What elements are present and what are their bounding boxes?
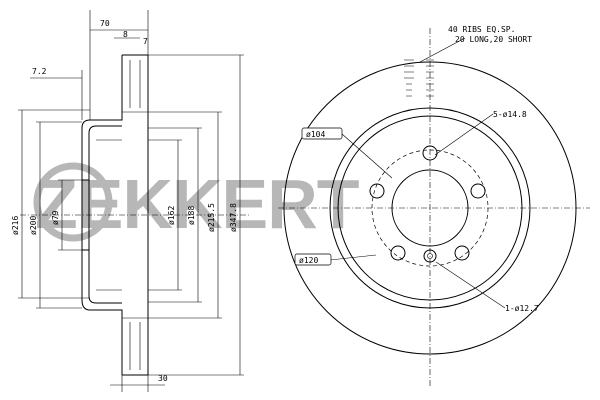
pcd-leader <box>341 133 393 179</box>
pcd-label: ø104 <box>306 130 325 139</box>
bolt-hole-3 <box>470 183 486 199</box>
center-bore <box>391 169 469 247</box>
bolt-holes-leader <box>434 113 494 156</box>
dim-215-5-label: ø215.5 <box>207 203 216 232</box>
dim-188-label: ø188 <box>187 206 196 225</box>
dim-162-label: ø162 <box>167 206 176 225</box>
centering-leader <box>329 254 377 261</box>
hub-bore <box>82 179 89 251</box>
hat-flange <box>96 139 122 291</box>
hat-outer-profile <box>81 112 123 318</box>
dim-7-label: 7 <box>143 37 148 46</box>
ring-hat-junction <box>122 111 148 319</box>
dim-200-label: ø200 <box>29 216 38 235</box>
rib-marks-center <box>426 59 434 97</box>
friction-ring-inner <box>329 107 531 309</box>
dim-347-8-label: ø347.8 <box>229 203 238 232</box>
right-ext-lines <box>148 54 244 376</box>
centering-label: ø120 <box>299 256 318 265</box>
zekkert-logo-watermark: ZEKKERT <box>33 162 360 243</box>
hat-inner-profile <box>88 125 122 304</box>
bolt-hole-2 <box>369 183 385 199</box>
rib-marks-left <box>404 59 414 97</box>
ribs-note-line2: 20 LONG,20 SHORT <box>455 35 532 44</box>
dim-8-label: 8 <box>123 30 128 39</box>
bolt-hole-5 <box>454 245 470 261</box>
pcd-label-box <box>301 127 343 140</box>
bolt-holes-label: 5-ø14.8 <box>493 110 527 119</box>
dim-79-label: ø79 <box>51 210 60 225</box>
front-view: 40 RIBS EQ.SP. 20 LONG,20 SHORT 5-ø14.8 … <box>278 25 590 388</box>
dim-70-label: 70 <box>100 19 110 28</box>
ribs-leader <box>419 37 466 63</box>
pin-hole-leader <box>435 261 506 309</box>
side-view: 70 8 7 7.2 ø216 ø200 ø79 ø162 ø188 ø215.… <box>11 10 250 392</box>
pin-hole <box>423 249 437 263</box>
disc-outer-edge <box>283 61 577 355</box>
vent-channels <box>129 60 141 370</box>
pin-hole-label: 1-ø12.7 <box>505 304 539 313</box>
watermark-text: ZEKKERT <box>35 165 359 243</box>
hat-outer-edge <box>337 115 523 301</box>
pcd-circle <box>371 149 489 267</box>
dim-30-label: 30 <box>158 374 168 383</box>
ribs-note-line1: 40 RIBS EQ.SP. <box>448 25 515 34</box>
left-ext-lines <box>18 109 90 309</box>
bolt-hole-1 <box>422 145 438 161</box>
dim-216-label: ø216 <box>11 216 20 235</box>
bolt-hole-4 <box>390 245 406 261</box>
centering-label-box <box>294 253 332 266</box>
pin-hole-inner <box>427 253 433 259</box>
dim-7-2-label: 7.2 <box>32 67 47 76</box>
